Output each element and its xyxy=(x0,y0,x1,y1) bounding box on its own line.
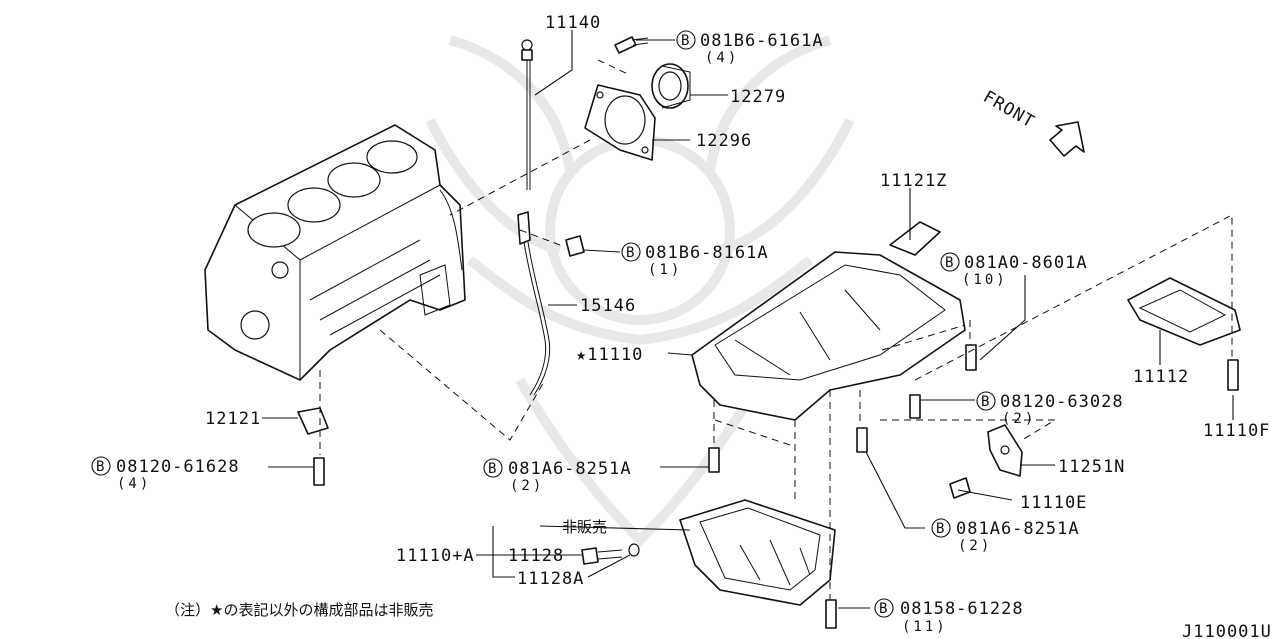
rear-oil-seal xyxy=(651,63,691,109)
oil-level-gauge xyxy=(521,39,533,190)
bolt-qty: (11) xyxy=(902,619,948,635)
bolt-symbol: B xyxy=(681,33,692,49)
label-11121z: 11121Z xyxy=(880,171,947,191)
oil-level-gauge-guide xyxy=(517,211,551,396)
label-11140: 11140 xyxy=(545,13,601,33)
bolt-symbol: B xyxy=(879,601,890,617)
bolt-callout-08120-61628: B 08120-61628 (4) xyxy=(91,456,240,492)
bolt-symbol: B xyxy=(488,461,499,477)
bolt-qty: (10) xyxy=(962,272,1008,288)
label-12296: 12296 xyxy=(696,131,752,151)
bolt-callout-081B6-8161A: B 081B6-8161A (1) xyxy=(621,242,769,278)
bolt-081B6-6161A-part xyxy=(614,36,649,54)
bolt-qty: (4) xyxy=(117,476,151,492)
upper-oil-pan xyxy=(691,221,966,421)
bolt-symbol: B xyxy=(626,245,637,261)
label-15146: 15146 xyxy=(580,296,636,316)
rear-plate-bracket xyxy=(987,424,1023,477)
bolt-callout-08158-61228: B 08158-61228 (11) xyxy=(874,598,1024,635)
seal-retainer xyxy=(584,84,656,161)
bolt-callout-081A0-8601A: B 081A0-8601A (10) xyxy=(940,252,1088,288)
bolt-code: 081B6-8161A xyxy=(645,243,769,263)
label-11128a: 11128A xyxy=(517,569,584,589)
drain-plug-hardware xyxy=(581,543,640,565)
bolt-qty: (4) xyxy=(705,50,739,66)
baffle-plate xyxy=(1127,277,1241,346)
bolt-code: 08158-61228 xyxy=(900,599,1024,619)
label-12279: 12279 xyxy=(730,87,786,107)
bolt-qty: (2) xyxy=(958,538,992,554)
bolt-symbol: B xyxy=(96,459,107,475)
lower-oil-pan xyxy=(679,499,836,606)
alignment-lines xyxy=(319,59,1233,600)
bolt-code: 081A0-8601A xyxy=(964,253,1088,273)
label-12121: 12121 xyxy=(205,409,261,429)
label-11110f: 11110F xyxy=(1203,421,1270,441)
leader-lines xyxy=(262,30,1234,609)
bracket-12121-part xyxy=(297,407,329,435)
bolt-qty: (2) xyxy=(510,478,544,494)
bolt-symbol: B xyxy=(981,394,992,410)
label-11110: ★11110 xyxy=(576,345,643,365)
bolt-callout-081B6-6161A: B 081B6-6161A (4) xyxy=(676,30,824,66)
label-not-sold: 非販売 xyxy=(562,518,607,536)
front-label: FRONT xyxy=(980,87,1039,132)
bolt-code: 081A6-8251A xyxy=(508,459,632,479)
bolt-code: 08120-63028 xyxy=(1000,392,1124,412)
footnote-jp: （注）★の表記以外の構成部品は非販売 xyxy=(165,601,433,619)
label-11251n: 11251N xyxy=(1058,457,1125,477)
label-11112: 11112 xyxy=(1133,367,1189,387)
bolt-code: 081A6-8251A xyxy=(956,519,1080,539)
label-11110-a: 11110+A xyxy=(396,546,475,566)
label-11128: 11128 xyxy=(508,546,564,566)
label-11110e: 11110E xyxy=(1020,493,1087,513)
bolt-symbol: B xyxy=(936,521,947,537)
bolt-code: 081B6-6161A xyxy=(700,31,824,51)
bolt-symbol: B xyxy=(945,255,956,271)
diagram-id: J110001U xyxy=(1182,622,1272,639)
vertical-bolts xyxy=(313,235,1239,629)
bolt-callout-081A6-8251A-right: B 081A6-8251A (2) xyxy=(931,518,1080,554)
cylinder-block xyxy=(204,124,466,381)
front-arrow: FRONT xyxy=(980,87,1085,157)
bolt-qty: (2) xyxy=(1002,411,1036,427)
bolt-callout-081A6-8251A-left: B 081A6-8251A (2) xyxy=(483,458,632,494)
bolt-callout-08120-63028: B 08120-63028 (2) xyxy=(976,391,1124,427)
bolt-code: 08120-61628 xyxy=(116,457,240,477)
watermark-crest xyxy=(425,35,855,548)
bolt-qty: (1) xyxy=(648,262,682,278)
